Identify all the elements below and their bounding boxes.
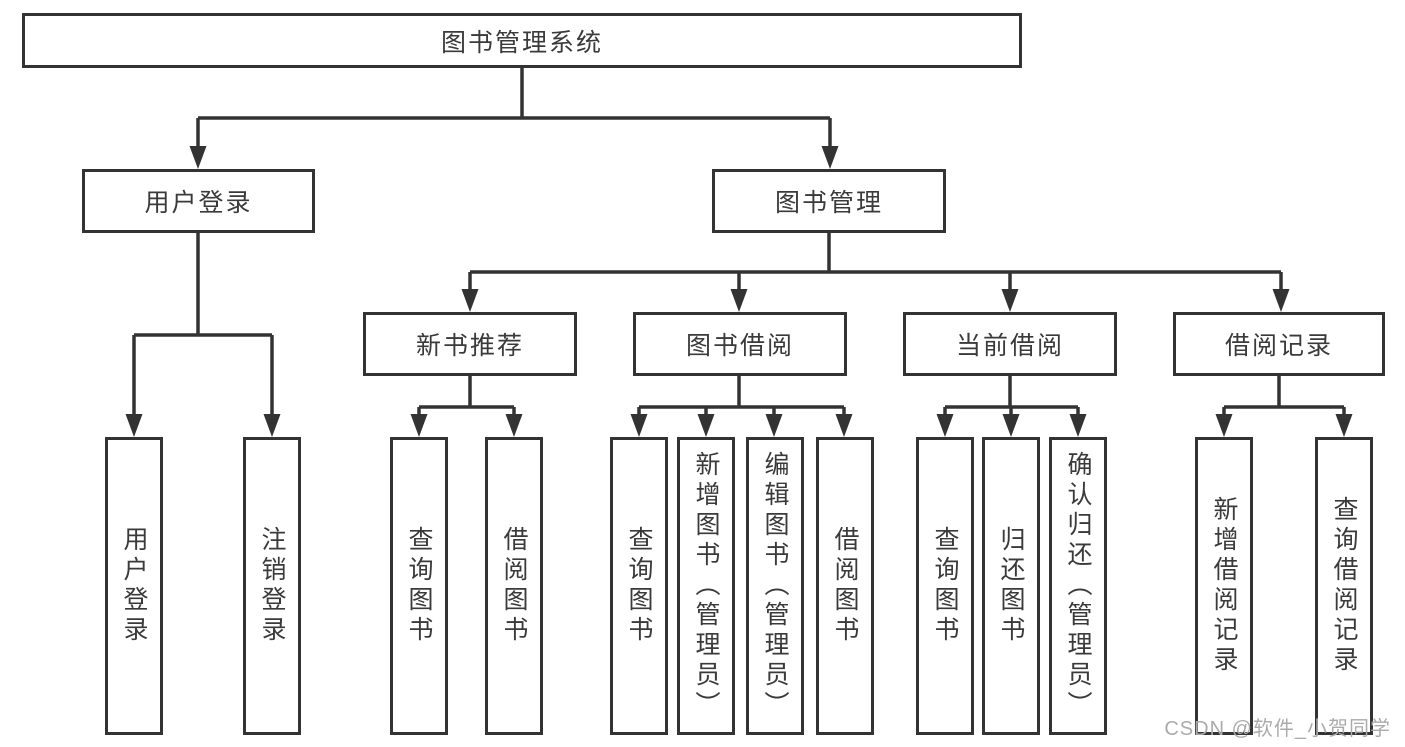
leaf-confirm-return-admin-label: 确认归还（管理员） bbox=[1064, 451, 1092, 721]
leaf-query-books-borrow-label: 查询图书 bbox=[625, 526, 653, 646]
node-root-label: 图书管理系统 bbox=[440, 28, 603, 57]
node-new-book-recommend-label: 新书推荐 bbox=[415, 332, 524, 360]
node-user-login-label: 用户登录 bbox=[144, 189, 253, 217]
leaf-add-borrow-record-label: 新增借阅记录 bbox=[1210, 496, 1238, 676]
leaf-query-books-current-label: 查询图书 bbox=[931, 526, 959, 646]
node-book-borrow-label: 图书借阅 bbox=[685, 332, 794, 360]
leaf-user-login: 用户登录 bbox=[105, 437, 163, 735]
node-book-management: 图书管理 bbox=[712, 169, 946, 233]
node-user-login: 用户登录 bbox=[82, 169, 315, 233]
node-borrow-records-label: 借阅记录 bbox=[1224, 332, 1333, 360]
node-root: 图书管理系统 bbox=[22, 13, 1022, 68]
leaf-query-books-borrow: 查询图书 bbox=[610, 437, 668, 735]
leaf-add-books-admin: 新增图书（管理员） bbox=[677, 437, 735, 735]
leaf-borrow-books-recommend: 借阅图书 bbox=[485, 437, 543, 735]
leaf-borrow-books-recommend-label: 借阅图书 bbox=[500, 526, 528, 646]
leaf-add-books-admin-label: 新增图书（管理员） bbox=[692, 451, 720, 721]
leaf-user-login-label: 用户登录 bbox=[120, 526, 148, 646]
leaf-return-books-label: 归还图书 bbox=[997, 526, 1025, 646]
node-book-management-label: 图书管理 bbox=[774, 189, 883, 217]
leaf-query-books-recommend: 查询图书 bbox=[390, 437, 448, 735]
leaf-edit-books-admin: 编辑图书（管理员） bbox=[746, 437, 804, 735]
leaf-return-books: 归还图书 bbox=[982, 437, 1040, 735]
node-current-borrow-label: 当前借阅 bbox=[955, 332, 1064, 360]
csdn-watermark: CSDN @软件_小贺同学 bbox=[1164, 718, 1391, 740]
leaf-edit-books-admin-label: 编辑图书（管理员） bbox=[761, 451, 789, 721]
leaf-confirm-return-admin: 确认归还（管理员） bbox=[1049, 437, 1107, 735]
leaf-logout: 注销登录 bbox=[243, 437, 301, 735]
node-new-book-recommend: 新书推荐 bbox=[363, 312, 577, 376]
leaf-add-borrow-record: 新增借阅记录 bbox=[1195, 437, 1253, 735]
leaf-query-borrow-record: 查询借阅记录 bbox=[1315, 437, 1373, 735]
leaf-borrow-books: 借阅图书 bbox=[816, 437, 874, 735]
node-borrow-records: 借阅记录 bbox=[1173, 312, 1385, 376]
leaf-borrow-books-label: 借阅图书 bbox=[831, 526, 859, 646]
node-book-borrow: 图书借阅 bbox=[633, 312, 847, 376]
leaf-logout-label: 注销登录 bbox=[258, 526, 286, 646]
leaf-query-books-current: 查询图书 bbox=[916, 437, 974, 735]
leaf-query-books-recommend-label: 查询图书 bbox=[405, 526, 433, 646]
node-current-borrow: 当前借阅 bbox=[903, 312, 1117, 376]
leaf-query-borrow-record-label: 查询借阅记录 bbox=[1330, 496, 1358, 676]
